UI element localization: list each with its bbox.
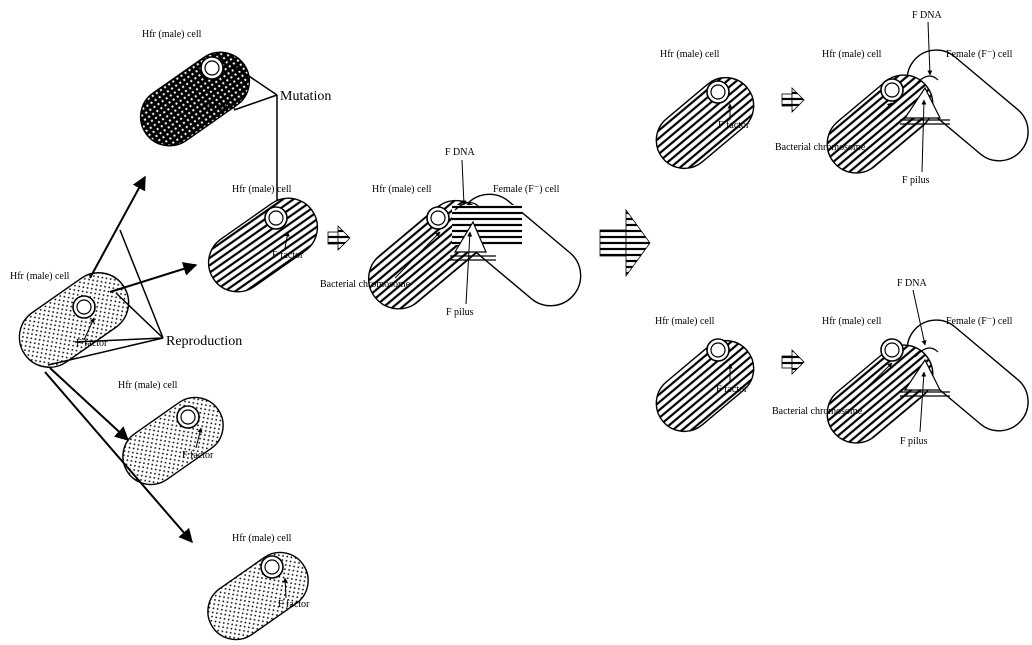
middle-chromosome-label: Bacterial chromosome (320, 279, 411, 290)
step-arrow-2 (600, 210, 650, 276)
step-arrow-1 (328, 226, 350, 250)
parent-cell-label: Hfr (male) cell (10, 271, 70, 282)
middle-pilus-label: F pilus (446, 307, 474, 318)
middle-fdna-label: F DNA (445, 147, 476, 158)
mutant-f-factor-label: F factor (205, 101, 237, 112)
middle-male-label: Hfr (male) cell (372, 184, 432, 195)
br-chromosome-label: Bacterial chromosome (772, 406, 863, 417)
br-male-label: Hfr (male) cell (655, 316, 715, 327)
tr-pilus-label: F pilus (902, 175, 930, 186)
hatched-hfr-cell (197, 187, 329, 303)
tr-fdna-label: F DNA (912, 10, 943, 21)
daughter-1-f-factor-label: F factor (182, 450, 214, 461)
hatched-cell-label: Hfr (male) cell (232, 184, 292, 195)
daughter-1-label: Hfr (male) cell (118, 380, 178, 391)
reproduction-label: Reproduction (166, 334, 242, 349)
tr-female-label: Female (F⁻) cell (946, 49, 1013, 60)
step-arrow-3 (782, 88, 804, 112)
daughter-2-label: Hfr (male) cell (232, 533, 292, 544)
mutant-cell-label: Hfr (male) cell (142, 29, 202, 40)
daughter-cell-2 (197, 542, 319, 645)
br-pair-male-label: Hfr (male) cell (822, 316, 882, 327)
br-f-factor-label: F factor (716, 384, 748, 395)
mutant-cell (129, 41, 261, 157)
hatched-f-factor-label: F factor (272, 250, 304, 261)
parent-f-factor-label: F factor (76, 338, 108, 349)
step-arrow-4 (782, 350, 804, 374)
mutation-label: Mutation (280, 89, 331, 104)
tr-f-factor-label: F factor (718, 120, 750, 131)
tr-chromosome-label: Bacterial chromosome (775, 142, 866, 153)
daughter-2-f-factor-label: F factor (278, 599, 310, 610)
br-female-label: Female (F⁻) cell (946, 316, 1013, 327)
br-fdna-label: F DNA (897, 278, 928, 289)
middle-female-label: Female (F⁻) cell (493, 184, 560, 195)
tr-pair-male-label: Hfr (male) cell (822, 49, 882, 60)
daughter-cell-1 (112, 387, 234, 496)
conjugation-pair-middle (356, 182, 593, 321)
tr-male-label: Hfr (male) cell (660, 49, 720, 60)
br-pilus-label: F pilus (900, 436, 928, 447)
